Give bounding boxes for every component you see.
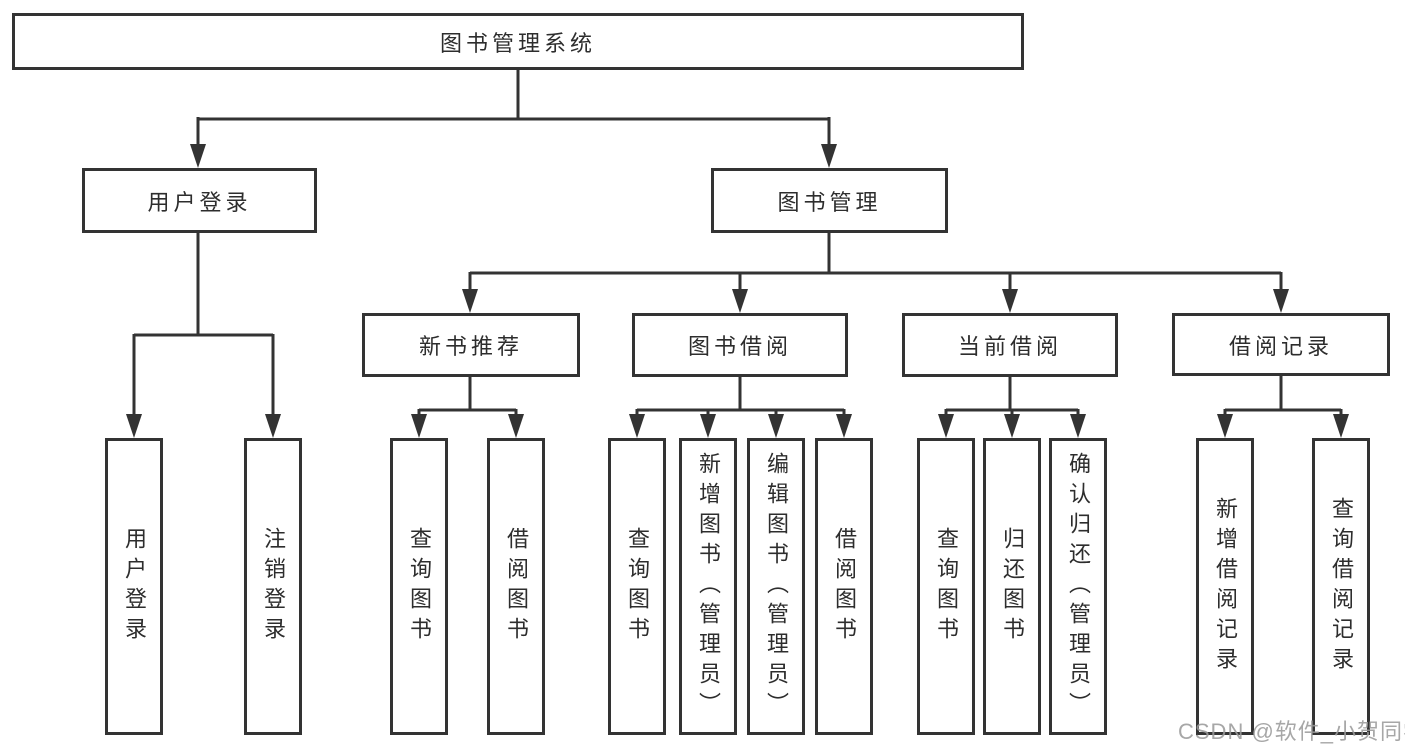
node-book-borrow-label: 图书借阅	[687, 334, 792, 359]
connector-newbook-to-leaves	[417, 377, 518, 418]
arrowhead	[462, 289, 478, 313]
leaf-return-book-label: 归还图书	[1000, 526, 1025, 647]
arrowhead	[732, 289, 748, 313]
node-root-system: 图书管理系统	[12, 13, 1024, 70]
leaf-borrow-books-1: 借阅图书	[487, 438, 545, 735]
arrowhead	[768, 414, 784, 438]
node-book-management: 图书管理	[711, 168, 948, 233]
leaf-borrow-books-1-label: 借阅图书	[504, 526, 529, 647]
leaf-user-login-label: 用户登录	[122, 526, 147, 647]
arrowhead	[265, 414, 281, 438]
node-new-book-recommend: 新书推荐	[362, 313, 580, 377]
node-current-borrow: 当前借阅	[902, 313, 1118, 377]
connector-bookmgmt-to-level3	[468, 233, 1283, 293]
arrowhead	[1273, 289, 1289, 313]
node-current-borrow-label: 当前借阅	[957, 334, 1062, 359]
arrowhead	[1004, 414, 1020, 438]
arrowhead	[126, 414, 142, 438]
leaf-edit-book-admin-label: 编辑图书（管理员）	[764, 451, 789, 722]
leaf-query-books-1-label: 查询图书	[407, 526, 432, 647]
leaf-edit-book-admin: 编辑图书（管理员）	[747, 438, 805, 735]
arrowhead	[700, 414, 716, 438]
leaf-borrow-books-2: 借阅图书	[815, 438, 873, 735]
leaf-confirm-return-admin: 确认归还（管理员）	[1049, 438, 1107, 735]
connector-borrowrecords-to-leaves	[1223, 376, 1343, 418]
leaf-query-books-1: 查询图书	[390, 438, 448, 735]
leaf-confirm-return-admin-label: 确认归还（管理员）	[1066, 451, 1091, 722]
connector-bookborrow-to-leaves	[635, 377, 846, 418]
node-user-login: 用户登录	[82, 168, 317, 233]
arrowhead	[821, 144, 837, 168]
node-user-login-label: 用户登录	[147, 189, 252, 215]
arrowhead	[508, 414, 524, 438]
node-book-borrow: 图书借阅	[632, 313, 848, 377]
node-new-book-recommend-label: 新书推荐	[418, 334, 523, 359]
leaf-borrow-books-2-label: 借阅图书	[832, 526, 857, 647]
leaf-query-borrow-record-label: 查询借阅记录	[1329, 496, 1354, 677]
leaf-query-books-2-label: 查询图书	[625, 526, 650, 647]
leaf-query-books-3-label: 查询图书	[934, 526, 959, 647]
arrowhead	[1217, 414, 1233, 438]
arrowhead	[411, 414, 427, 438]
node-borrow-records: 借阅记录	[1172, 313, 1390, 376]
arrowhead	[1002, 289, 1018, 313]
leaf-add-borrow-record-label: 新增借阅记录	[1213, 496, 1238, 677]
node-root-label: 图书管理系统	[439, 30, 596, 56]
arrowhead	[1333, 414, 1349, 438]
node-borrow-records-label: 借阅记录	[1228, 333, 1333, 359]
arrowhead	[1070, 414, 1086, 438]
leaf-add-book-admin-label: 新增图书（管理员）	[696, 451, 721, 722]
csdn-watermark: CSDN @软件_小贺同学	[1178, 719, 1405, 744]
arrowhead	[629, 414, 645, 438]
leaf-query-books-2: 查询图书	[608, 438, 666, 735]
leaf-add-borrow-record: 新增借阅记录	[1196, 438, 1254, 735]
connector-currentborrow-to-leaves	[944, 377, 1080, 418]
arrowhead	[190, 144, 206, 168]
leaf-query-books-3: 查询图书	[917, 438, 975, 735]
connector-userlogin-to-leaves	[132, 233, 275, 418]
arrowhead	[836, 414, 852, 438]
leaf-query-borrow-record: 查询借阅记录	[1312, 438, 1370, 735]
arrowhead	[938, 414, 954, 438]
leaf-logout: 注销登录	[244, 438, 302, 735]
leaf-return-book: 归还图书	[983, 438, 1041, 735]
leaf-logout-label: 注销登录	[261, 526, 286, 647]
leaf-add-book-admin: 新增图书（管理员）	[679, 438, 737, 735]
connector-root-to-level2	[196, 70, 831, 148]
node-book-management-label: 图书管理	[777, 189, 882, 215]
leaf-user-login: 用户登录	[105, 438, 163, 735]
